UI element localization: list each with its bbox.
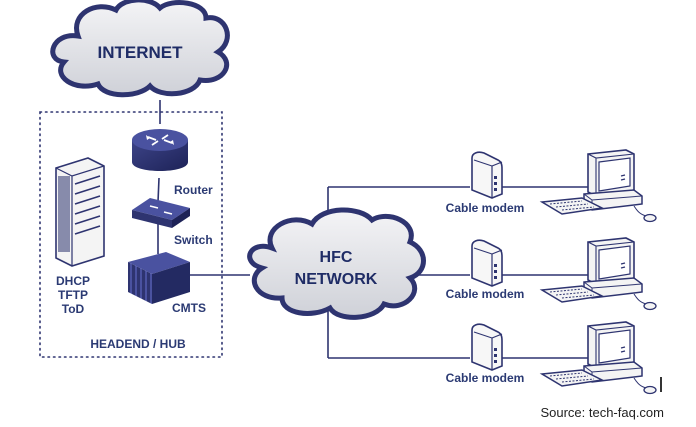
cable-modem-icon bbox=[471, 151, 503, 199]
internet-cloud: INTERNET bbox=[50, 0, 230, 98]
cmts-label: CMTS bbox=[172, 301, 206, 315]
cable-modem-label: Cable modem bbox=[446, 287, 525, 301]
cable-modem-icon bbox=[471, 239, 503, 287]
cable-modem-icon bbox=[471, 323, 503, 371]
hfc-network-cloud: HFC NETWORK bbox=[247, 207, 426, 320]
source-credit: Source: tech-faq.com bbox=[540, 405, 664, 420]
server-icon bbox=[55, 157, 105, 267]
server-label-tftp: TFTP bbox=[58, 288, 88, 302]
internet-label: INTERNET bbox=[98, 43, 184, 62]
switch-label: Switch bbox=[174, 233, 213, 247]
cmts-icon bbox=[128, 252, 190, 304]
cable-modem-label: Cable modem bbox=[446, 201, 525, 215]
server-label-dhcp: DHCP bbox=[56, 274, 90, 288]
hfc-label-line1: HFC bbox=[320, 249, 353, 266]
router-label: Router bbox=[174, 183, 213, 197]
switch-icon bbox=[132, 198, 190, 228]
hfc-label-line2: NETWORK bbox=[295, 271, 378, 288]
headend-title: HEADEND / HUB bbox=[90, 337, 186, 351]
computer-icon bbox=[541, 237, 657, 311]
router-icon bbox=[132, 129, 188, 171]
computer-icon bbox=[541, 149, 657, 223]
server-label-tod: ToD bbox=[62, 302, 85, 316]
headend-boundary bbox=[39, 111, 223, 358]
cable-modem-label: Cable modem bbox=[446, 371, 525, 385]
